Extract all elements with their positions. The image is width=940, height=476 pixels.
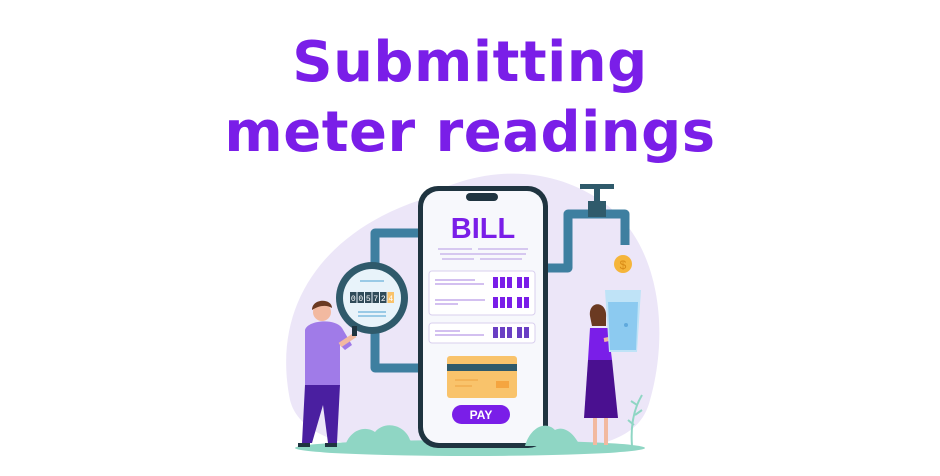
plant-icon [627,394,643,447]
pay-button[interactable]: PAY [452,405,510,424]
woman-figure [584,304,618,445]
meter-digit-box [372,292,379,303]
meter-digit: 0 [351,295,356,304]
meter-digit: 5 [366,295,371,304]
faucet-valve-icon [580,184,614,217]
bill-heading: BILL [451,213,515,245]
meter-digit-box [380,292,387,303]
title-line-1: Submitting [292,30,648,95]
water-glass-icon [605,290,641,352]
meter-digit-box [350,292,357,303]
meter-digit: 0 [358,295,363,304]
meter-digit-box [387,292,394,303]
meter-digit-box [357,292,364,303]
svg-text:$: $ [620,258,627,272]
bill-panel [428,270,536,344]
meter-digit: 7 [373,295,378,304]
man-figure [298,300,357,447]
title-line-2: meter readings [224,100,716,165]
left-pipe [370,228,418,373]
phone: BILL [418,186,548,448]
meter-digit: 4 [388,295,393,304]
svg-text:PAY: PAY [470,408,493,422]
right-pipe [548,209,630,273]
bush-right [525,425,580,446]
bush-left [345,425,418,446]
credit-card-icon [447,356,517,398]
coin-icon: $ [614,255,632,273]
meter-digit-box [365,292,372,303]
meter-digit: 2 [381,295,386,304]
